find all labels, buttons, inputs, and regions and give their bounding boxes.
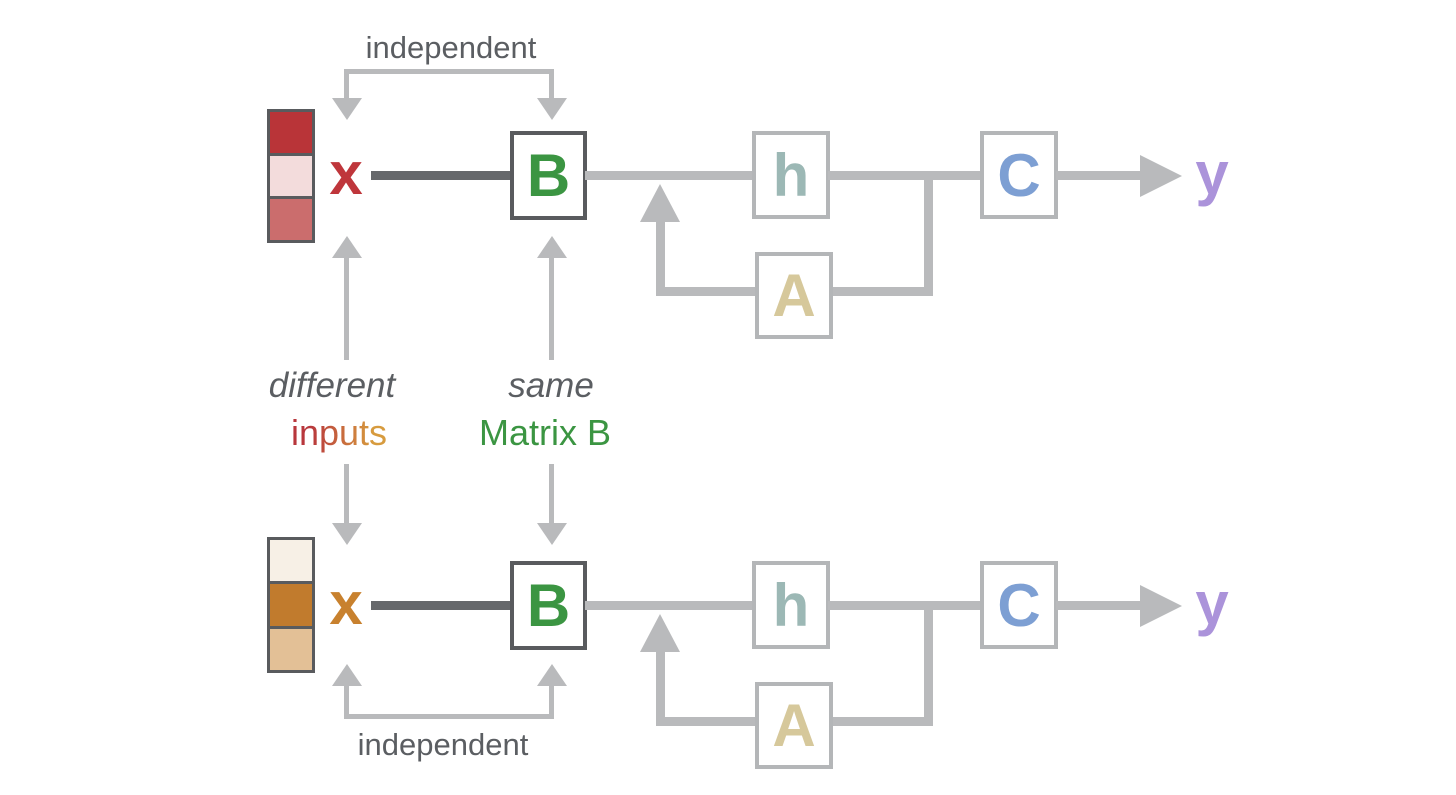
output-arrowhead-icon (1140, 585, 1182, 627)
top-bracket-line (344, 69, 554, 74)
bottom-bracket-line (344, 714, 554, 719)
inputs-gradient-text: inputs (290, 412, 388, 453)
output-y-label: y (1195, 569, 1229, 637)
hidden-state-label: h (772, 141, 810, 209)
feedback-down-line (924, 178, 933, 295)
arrowhead-up-icon (537, 236, 567, 258)
h-to-c-line (828, 601, 982, 610)
feedback-down-line (924, 608, 933, 725)
top-bracket-left-stub (344, 70, 349, 100)
vector-cell (270, 196, 312, 241)
h-to-c-line (828, 171, 982, 180)
hidden-state-box: h (752, 561, 830, 649)
matrix-a-box: A (755, 682, 833, 769)
matrix-c-box: C (980, 561, 1058, 649)
input-connector-line (371, 601, 511, 610)
output-line (1056, 171, 1142, 180)
hidden-state-label: h (772, 571, 810, 639)
input-vector (267, 109, 315, 243)
input-connector-line (371, 171, 511, 180)
matrix-b-label: B (526, 572, 571, 639)
arrowhead-up-icon (332, 664, 362, 686)
same-label: same (508, 366, 594, 405)
bottom-bracket-right-stub (549, 686, 554, 716)
vector-cell (270, 112, 312, 153)
different-label: different (268, 366, 396, 405)
vector-cell (270, 625, 312, 670)
input-vector (267, 537, 315, 673)
inputs-up-connector (344, 258, 349, 360)
matrix-b-box: B (510, 131, 587, 220)
feedback-arrowhead-icon (640, 614, 680, 652)
matrix-a-box: A (755, 252, 833, 339)
arrowhead-down-icon (537, 98, 567, 120)
b-to-h-line (585, 601, 753, 610)
input-x-label: x (329, 569, 363, 637)
inputs-label: inputs (291, 412, 387, 454)
matrix-down-connector (549, 464, 554, 524)
arrowhead-up-icon (537, 664, 567, 686)
matrix-up-connector (549, 258, 554, 360)
matrix-b-box: B (510, 561, 587, 650)
input-x-label: x (329, 139, 363, 207)
top-bracket-right-stub (549, 70, 554, 100)
bottom-bracket-left-stub (344, 686, 349, 716)
feedback-up-line (656, 220, 665, 292)
feedback-up-line (656, 650, 665, 722)
matrix-a-label: A (772, 692, 816, 759)
inputs-down-connector (344, 464, 349, 524)
matrix-c-box: C (980, 131, 1058, 219)
matrix-c-label: C (997, 571, 1041, 639)
vector-cell (270, 540, 312, 582)
arrowhead-down-icon (332, 98, 362, 120)
bottom-independent-label: independent (357, 727, 529, 762)
top-independent-label: independent (365, 30, 537, 65)
arrowhead-up-icon (332, 236, 362, 258)
matrix-b-annotation-label: Matrix B (478, 412, 612, 453)
matrix-a-label: A (772, 262, 816, 329)
vector-cell (270, 152, 312, 197)
output-line (1056, 601, 1142, 610)
arrowhead-down-icon (537, 523, 567, 545)
output-y-label: y (1195, 139, 1229, 207)
vector-cell (270, 581, 312, 626)
matrix-b-label: B (526, 142, 571, 209)
feedback-arrowhead-icon (640, 184, 680, 222)
matrix-c-label: C (997, 141, 1041, 209)
b-to-h-line (585, 171, 753, 180)
output-arrowhead-icon (1140, 155, 1182, 197)
hidden-state-box: h (752, 131, 830, 219)
arrowhead-down-icon (332, 523, 362, 545)
